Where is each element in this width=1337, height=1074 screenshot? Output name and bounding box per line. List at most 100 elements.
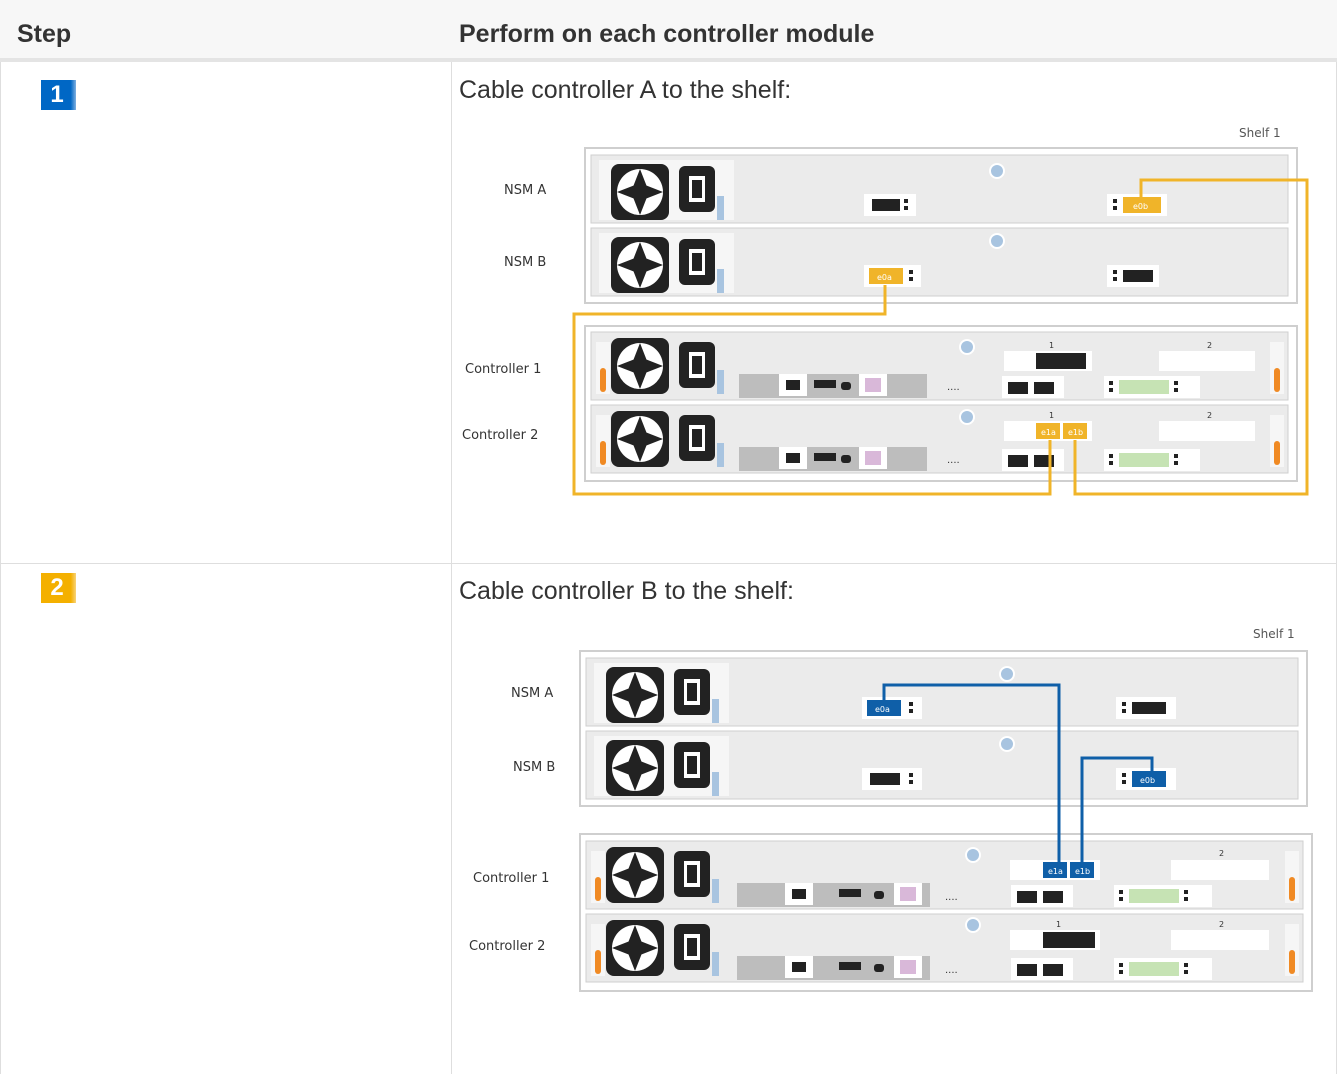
controller-2-module: .... 1 2 e1a e1b (590, 404, 1289, 474)
nsm-a-module: e0b (590, 154, 1289, 224)
fan-icon (611, 237, 669, 293)
svg-text:2: 2 (1219, 920, 1224, 929)
controller-1-module: .... 2 e1a e1b (585, 840, 1304, 910)
table-header-row: Step Perform on each controller module (0, 0, 1337, 62)
port-e0a (867, 700, 901, 716)
release-handle (1289, 877, 1295, 901)
status-led-icon (999, 736, 1015, 752)
fan-icon (606, 847, 664, 903)
nsm-b-label: NSM B (513, 760, 555, 775)
cables-controller-a (572, 178, 1309, 496)
svg-text:e1a: e1a (1048, 867, 1063, 876)
power-socket-icon (679, 166, 715, 212)
column-divider (451, 0, 452, 1074)
svg-text:e1b: e1b (1075, 867, 1090, 876)
nsm-b-module: e0a (590, 227, 1289, 297)
release-handle (600, 368, 606, 392)
power-socket-icon (674, 669, 710, 715)
svg-text:2: 2 (1207, 411, 1212, 420)
nsm-a-module: e0a (585, 657, 1299, 727)
power-socket-icon (674, 742, 710, 788)
cable-e1a-to-nsm-b-e0a (572, 285, 1052, 496)
step-2-badge: 2 (41, 573, 76, 603)
header-step: Step (17, 20, 72, 48)
status-led-icon (999, 666, 1015, 682)
svg-text:e0a: e0a (875, 705, 890, 714)
cable-e1b-to-nsm-b-e0b (1080, 756, 1154, 862)
port-e0b (1132, 771, 1166, 787)
svg-text:....: .... (947, 455, 960, 466)
cable-e1b-to-nsm-a-e0b (1073, 178, 1309, 496)
table-border-left (0, 0, 1, 1074)
svg-text:....: .... (945, 892, 958, 903)
port-e1a (1036, 423, 1060, 439)
svg-text:....: .... (945, 965, 958, 976)
controller-2-label: Controller 2 (469, 939, 545, 954)
status-led-icon (959, 339, 975, 355)
port-e1b (1063, 423, 1087, 439)
nsm-a-label: NSM A (511, 686, 553, 701)
step-1-cabling-diagram: Shelf 1 (462, 126, 1309, 496)
status-led-icon (989, 233, 1005, 249)
slot-2-card (1171, 930, 1269, 950)
header-perform: Perform on each controller module (459, 20, 875, 48)
svg-text:2: 2 (1219, 849, 1224, 858)
fan-icon (611, 164, 669, 220)
controller-1-label: Controller 1 (465, 362, 541, 377)
nsm-a-label: NSM A (504, 183, 546, 198)
shelf-label: Shelf 1 (1253, 627, 1295, 641)
power-socket-icon (679, 239, 715, 285)
release-handle (1274, 441, 1280, 465)
controller-2-module: .... 1 2 (585, 913, 1304, 983)
shelf-label: Shelf 1 (1239, 126, 1281, 140)
release-handle (1274, 368, 1280, 392)
fan-icon (606, 667, 664, 723)
cable-e1a-to-nsm-a-e0a (882, 683, 1061, 862)
power-socket-icon (679, 415, 715, 461)
power-socket-icon (674, 924, 710, 970)
slot-2-card (1159, 351, 1255, 371)
fan-icon (606, 740, 664, 796)
port-e1b (1070, 862, 1094, 878)
release-handle (595, 950, 601, 974)
cables-controller-b (882, 683, 1154, 862)
release-handle (1289, 950, 1295, 974)
release-handle (600, 441, 606, 465)
step-1-badge: 1 (41, 80, 76, 110)
status-led-icon (965, 847, 981, 863)
svg-text:1: 1 (1049, 341, 1054, 350)
row-divider (0, 563, 1337, 564)
nsm-b-label: NSM B (504, 255, 546, 270)
port-e0a (869, 268, 903, 284)
svg-text:e0a: e0a (877, 273, 892, 282)
svg-text:1: 1 (1056, 920, 1061, 929)
power-socket-icon (674, 851, 710, 897)
latch-indicator (717, 196, 724, 220)
svg-text:....: .... (947, 382, 960, 393)
svg-text:e0b: e0b (1133, 202, 1148, 211)
port-e1a (1043, 862, 1067, 878)
step-2-instruction: Cable controller B to the shelf: (459, 577, 794, 605)
status-led-icon (989, 163, 1005, 179)
status-led-icon (965, 917, 981, 933)
fan-icon (611, 338, 669, 394)
release-handle (595, 877, 601, 901)
port-e0b (1123, 197, 1161, 213)
nsm-b-module: e0b (585, 730, 1299, 800)
controller-1-label: Controller 1 (473, 871, 549, 886)
controller-1-module: .... 1 2 (590, 331, 1289, 401)
slot-2-card (1171, 860, 1269, 880)
svg-text:e0b: e0b (1140, 776, 1155, 785)
svg-text:e1a: e1a (1041, 428, 1056, 437)
svg-text:e1b: e1b (1068, 428, 1083, 437)
svg-text:2: 2 (1207, 341, 1212, 350)
controller-2-label: Controller 2 (462, 428, 538, 443)
svg-text:1: 1 (1049, 411, 1054, 420)
step-1-instruction: Cable controller A to the shelf: (459, 76, 792, 104)
fan-icon (611, 411, 669, 467)
status-led-icon (959, 409, 975, 425)
power-socket-icon (679, 342, 715, 388)
step-2-cabling-diagram: Shelf 1 e0a (469, 627, 1313, 992)
slot-2-card (1159, 421, 1255, 441)
